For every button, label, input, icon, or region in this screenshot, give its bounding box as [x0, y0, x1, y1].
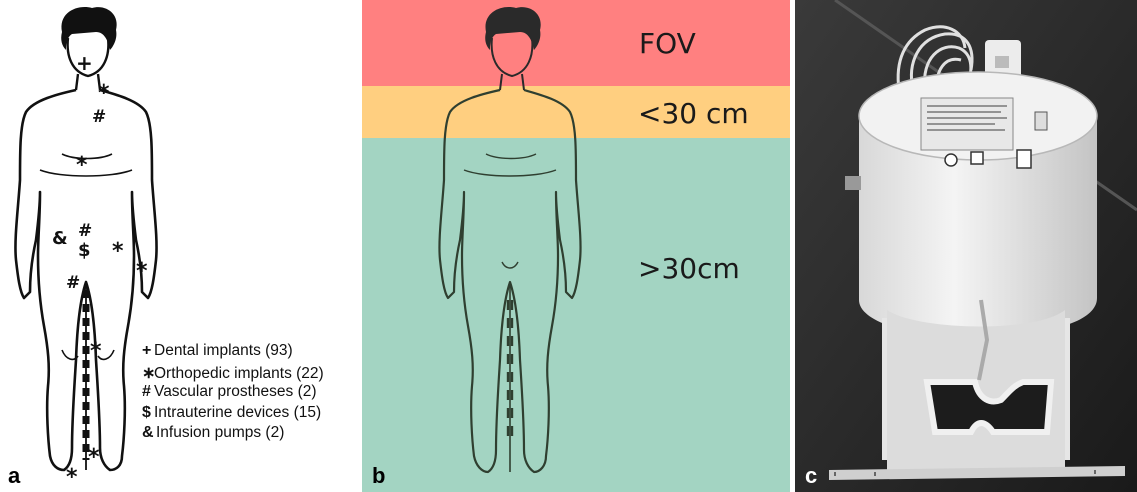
implant-legend: + Dental implants (93) ∗ Orthopedic impl… — [142, 342, 324, 445]
marker-ortho-hip: * — [112, 239, 124, 264]
legend-symbol: + — [142, 342, 154, 360]
legend-item-dental: + Dental implants (93) — [142, 342, 324, 363]
zone-label-fov: FOV — [639, 27, 696, 60]
marker-vascular-pelvis: # — [78, 221, 92, 241]
marker-ortho-abdomen: * — [76, 153, 88, 178]
zone-fov — [362, 0, 790, 86]
marker-ortho-shoulder: * — [98, 81, 110, 106]
legend-item-vascular: # Vascular prostheses (2) — [142, 383, 324, 404]
side-knob — [845, 176, 861, 190]
marker-ortho-knee: * — [90, 339, 102, 364]
legend-label: Dental implants (93) — [154, 342, 293, 360]
panel-c-head-coil-photo: c — [795, 0, 1137, 492]
marker-ortho-foot: * — [66, 465, 78, 490]
head-coil-photo — [795, 0, 1137, 492]
legend-label: Orthopedic implants (22) — [154, 365, 324, 383]
legend-symbol: $ — [142, 404, 154, 422]
marker-vascular-chest: # — [92, 107, 106, 127]
marker-ortho-shin: * — [88, 445, 100, 470]
panel-a-implant-locations: + * # * # & $ * * # * * * + Dental impla… — [0, 0, 355, 492]
legend-symbol: & — [142, 424, 156, 442]
legend-item-intrauterine: $ Intrauterine devices (15) — [142, 404, 324, 425]
legend-label: Intrauterine devices (15) — [154, 404, 321, 422]
legend-item-infusion: & Infusion pumps (2) — [142, 424, 324, 445]
marker-ortho-hand: * — [136, 259, 148, 284]
zone-label-under-30cm: <30 cm — [638, 97, 749, 130]
zone-diagram — [362, 0, 790, 492]
legend-label: Vascular prostheses (2) — [154, 383, 317, 401]
marker-dental-head: + — [76, 51, 93, 75]
marker-iud: $ — [78, 240, 91, 261]
legend-item-orthopedic: ∗ Orthopedic implants (22) — [142, 363, 324, 384]
marker-vascular-thigh: # — [66, 273, 80, 293]
legend-symbol: # — [142, 383, 154, 401]
panel-label-c: c — [805, 465, 817, 487]
legend-label: Infusion pumps (2) — [156, 424, 284, 442]
legend-symbol: ∗ — [142, 363, 154, 383]
panel-label-b: b — [372, 465, 385, 487]
zone-label-over-30cm: >30cm — [638, 252, 740, 285]
marker-infusion-pump: & — [52, 228, 68, 249]
panel-label-a: a — [8, 465, 20, 487]
panel-b-distance-zones: FOV <30 cm >30cm b — [362, 0, 790, 492]
